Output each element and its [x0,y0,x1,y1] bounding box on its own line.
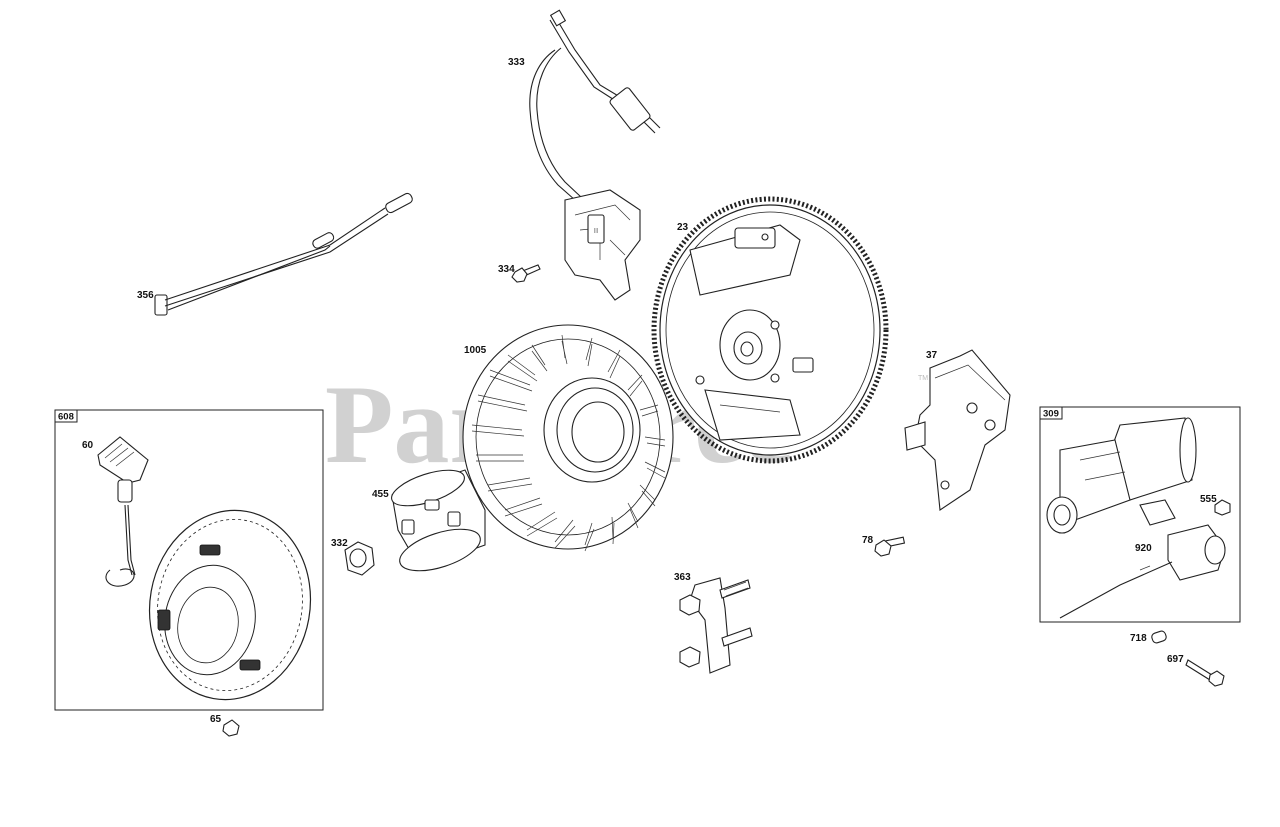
callout-65: 65 [210,714,222,725]
part-37-bracket[interactable] [904,349,1011,511]
callout-37: 37 [926,350,938,361]
part-ignition-coil[interactable]: ||| [564,189,641,301]
svg-text:|||: ||| [594,228,598,234]
part-697-bolt[interactable] [1185,659,1225,687]
watermark-tm: TM [918,375,928,382]
part-332-nut[interactable] [344,541,375,576]
part-363-adapter[interactable] [679,577,753,674]
part-1005-fan[interactable] [462,324,674,552]
callout-920: 920 [1135,543,1152,554]
callout-60: 60 [82,440,94,451]
callout-555: 555 [1200,494,1217,505]
part-334-bolt[interactable] [511,264,541,283]
box-608-label: 608 [58,412,74,423]
callout-455: 455 [372,489,389,500]
part-23-flywheel[interactable] [651,196,889,464]
callout-334: 334 [498,264,515,275]
callout-332: 332 [331,538,348,549]
callout-356: 356 [137,290,154,301]
part-718-sleeve[interactable] [1151,630,1167,644]
box-608-recoil-starter[interactable]: 608 [54,409,325,712]
callout-697: 697 [1167,654,1184,665]
callout-333: 333 [508,57,525,68]
box-309-starter-motor[interactable]: 309 [1039,406,1241,623]
part-555-bolt[interactable] [1214,499,1231,516]
callout-718: 718 [1130,633,1147,644]
callout-363: 363 [674,572,691,583]
box-309-label: 309 [1043,409,1059,420]
callout-1005: 1005 [464,345,487,356]
part-65-screw[interactable] [222,719,240,737]
part-78-bolt[interactable] [874,536,906,557]
callout-23: 23 [677,222,689,233]
part-356-ground-wire[interactable] [154,192,414,316]
callout-78: 78 [862,535,874,546]
part-333-ignition-lead[interactable] [529,9,661,201]
part-455-cup[interactable] [388,463,486,579]
